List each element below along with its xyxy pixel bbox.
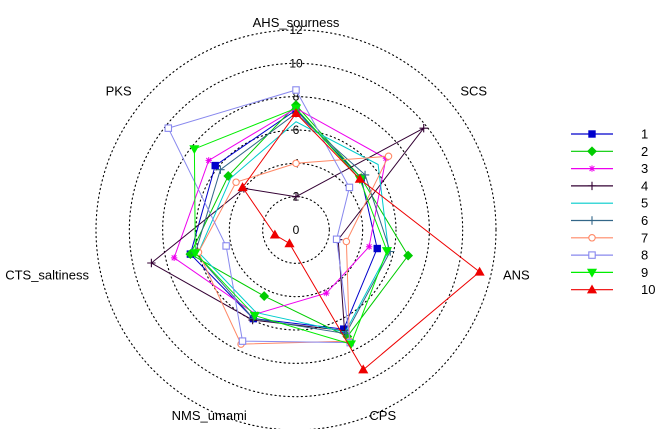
series-8-point-1: [345, 183, 354, 192]
series-10-point-2: [474, 266, 485, 276]
axis-label-pks: PKS: [106, 83, 132, 98]
axis-label-cps: CPS: [369, 408, 396, 423]
legend-label-9: 9: [641, 265, 648, 280]
series-10-point-5: [269, 229, 280, 239]
series-7-point-2: [342, 237, 351, 246]
tick-label-3: 6: [293, 123, 300, 137]
series-3-point-3: [323, 289, 330, 297]
legend-item-4: 4: [571, 178, 648, 193]
series-4-line: [150, 127, 425, 332]
series-3-point-6: [205, 157, 212, 164]
legend-marker-10: [586, 284, 598, 294]
series-8-point-4: [238, 337, 247, 345]
series-8-point-2: [332, 235, 341, 244]
legend-box: [563, 124, 643, 298]
series-9-point-6: [189, 145, 200, 155]
series-10-point-0: [290, 108, 302, 118]
series-3-line: [173, 107, 387, 315]
series-6-point-1: [360, 170, 370, 180]
legend-label-2: 2: [641, 144, 648, 159]
series-3: [170, 105, 390, 318]
legend-marker-9: [586, 268, 598, 278]
tick-label-5: 10: [289, 56, 303, 70]
axis-label-scs: SCS: [460, 83, 487, 98]
series-8-line: [167, 89, 351, 344]
legend-label-1: 1: [641, 127, 648, 142]
series-10-point-3: [358, 364, 369, 374]
legend-item-2: 2: [571, 144, 648, 159]
series-7-point-1: [384, 152, 393, 160]
series-9-point-4: [249, 311, 260, 321]
legend-label-3: 3: [641, 161, 648, 176]
grid-circle-5: [128, 62, 464, 398]
legend-marker-4: [587, 181, 597, 191]
tick-label-4: 8: [293, 90, 300, 104]
series-10-point-1: [354, 173, 365, 183]
grid-circle-3: [195, 129, 397, 331]
series-4-point-1: [419, 123, 428, 133]
series-7-line: [197, 155, 390, 345]
series-8: [164, 86, 354, 347]
series-5-line: [197, 121, 390, 333]
legend-marker-8: [588, 251, 596, 259]
series-1-point-6: [211, 161, 219, 170]
legend-item-1: 1: [571, 127, 648, 142]
legend: 1 2 3 4 5 6 7 8 9 10: [563, 124, 655, 298]
radar-series: [147, 86, 485, 374]
series-7-point-0: [292, 159, 300, 168]
axis-label-nms-umami: NMS_umami: [172, 408, 247, 423]
series-10-line: [241, 112, 481, 371]
series-8-point-5: [222, 242, 230, 250]
axis-label-ans: ANS: [503, 268, 530, 283]
legend-item-10: 10: [571, 282, 655, 297]
series-9-line: [193, 107, 388, 345]
legend-label-10: 10: [641, 282, 655, 297]
series-5: [197, 121, 390, 333]
tick-label-6: 12: [289, 23, 303, 37]
grid-circle-1: [262, 196, 330, 264]
axis-label-ahs-sourness: AHS_sourness: [253, 15, 340, 30]
legend-label-8: 8: [641, 248, 648, 263]
series-9-point-5: [190, 249, 201, 259]
legend-item-5: 5: [571, 196, 648, 211]
series-4-point-0: [291, 192, 301, 201]
series-3-point-2: [365, 243, 373, 250]
series-10-point-4: [284, 238, 295, 248]
legend-marker-2: [587, 146, 597, 157]
series-2-point-2: [403, 250, 414, 261]
series-4-point-5: [147, 258, 156, 268]
series-2-line: [189, 104, 409, 338]
legend-label-6: 6: [641, 213, 648, 228]
legend-label-7: 7: [641, 230, 648, 245]
legend-item-6: 6: [571, 213, 648, 228]
series-2-point-4: [259, 291, 270, 301]
series-8-point-6: [164, 124, 173, 132]
series-10: [237, 108, 485, 374]
series-1-point-2: [373, 244, 381, 253]
legend-item-7: 7: [571, 230, 648, 245]
series-3-point-5: [170, 254, 178, 262]
series-6-point-6: [216, 165, 225, 174]
legend-item-9: 9: [571, 265, 648, 280]
series-7-point-6: [232, 178, 240, 186]
grid-circle-6: [95, 29, 497, 429]
axis-label-cts-saltiness: CTS_saltiness: [5, 268, 89, 283]
legend-label-4: 4: [641, 178, 648, 193]
legend-label-5: 5: [641, 196, 648, 211]
legend-marker-7: [588, 234, 596, 242]
series-9: [189, 104, 393, 350]
series-10-point-6: [237, 182, 248, 192]
legend-marker-6: [587, 216, 597, 225]
legend-item-8: 8: [571, 248, 648, 263]
legend-item-3: 3: [571, 161, 648, 176]
grid-circle-4: [162, 96, 430, 364]
series-9-point-2: [381, 247, 393, 256]
tick-label-0: 0: [293, 223, 300, 237]
series-6-line: [194, 112, 391, 335]
series-8-point-0: [292, 86, 300, 94]
legend-marker-3: [588, 165, 596, 172]
legend-marker-1: [588, 130, 596, 138]
